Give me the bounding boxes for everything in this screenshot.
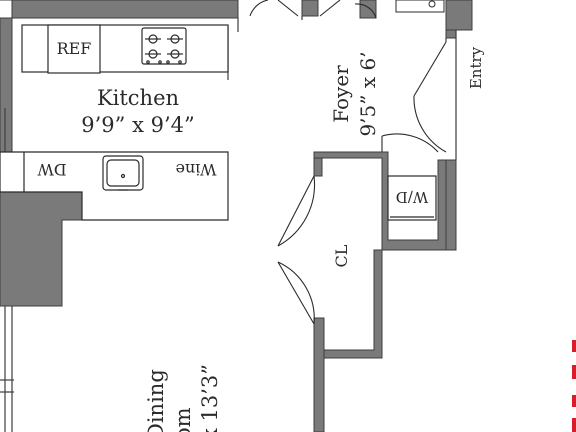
dining-room-dims: x 13’3” <box>198 364 222 432</box>
wall-left-pier <box>0 191 83 307</box>
washer-dryer <box>387 175 437 221</box>
closet-label: CL <box>332 244 351 267</box>
wall-right-outer <box>445 29 457 39</box>
kitchen-counter-top <box>21 24 229 74</box>
dw-label: DW <box>37 160 67 179</box>
ref-label: REF <box>57 39 92 58</box>
foyer-room-dims: 9’5” x 6’ <box>356 51 380 136</box>
wall-right-lower <box>445 159 457 251</box>
kitchen-room-name: Kitchen <box>97 86 179 110</box>
wall-top-mid <box>301 0 319 17</box>
wall-closet-bottom <box>313 249 383 432</box>
refrigerator <box>47 24 101 74</box>
wall-closet-left <box>313 157 323 177</box>
dining-room-name: Dining <box>144 369 168 432</box>
wall-top-stub <box>359 0 377 19</box>
kitchen-room-dims: 9’9” x 9’4” <box>81 113 194 137</box>
wall-top-left <box>0 0 239 19</box>
wall-closet-outer <box>313 151 447 251</box>
door-swing-icon <box>249 0 447 325</box>
walls <box>0 0 473 432</box>
sink-icon <box>102 155 144 191</box>
wd-label: W/D <box>396 188 429 206</box>
wall-top-right <box>445 0 473 31</box>
fixture-box-top <box>395 0 445 13</box>
wine-label: Wine <box>175 160 216 179</box>
cooktop-icon <box>141 27 187 65</box>
entry-label: Entry <box>467 46 485 89</box>
foyer-room-name: Foyer <box>329 65 353 123</box>
edge-marks <box>572 340 576 432</box>
dining-room-partial: om <box>171 407 195 432</box>
